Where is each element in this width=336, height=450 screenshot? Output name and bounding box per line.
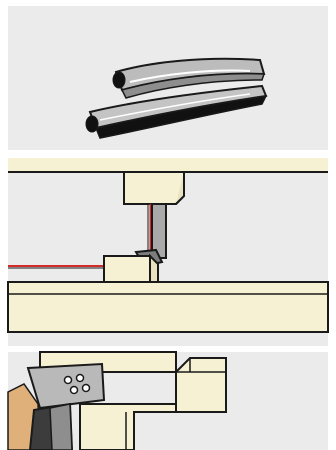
panel-weatherstrip-profiles [8,6,328,150]
lower-block [104,256,158,282]
top-trim [8,158,328,172]
long-board [8,282,328,332]
hinge-screw-hole-4 [83,385,90,392]
hinge-screw-hole-1 [65,377,72,384]
tool [30,404,72,450]
hinge-screw-hole-3 [71,387,78,394]
panel-frame-with-hinge [8,352,328,450]
panel-weatherstrip-installation [8,158,328,346]
upper-block [124,172,184,204]
hinge [28,364,104,408]
hinge-screw-hole-2 [77,375,84,382]
